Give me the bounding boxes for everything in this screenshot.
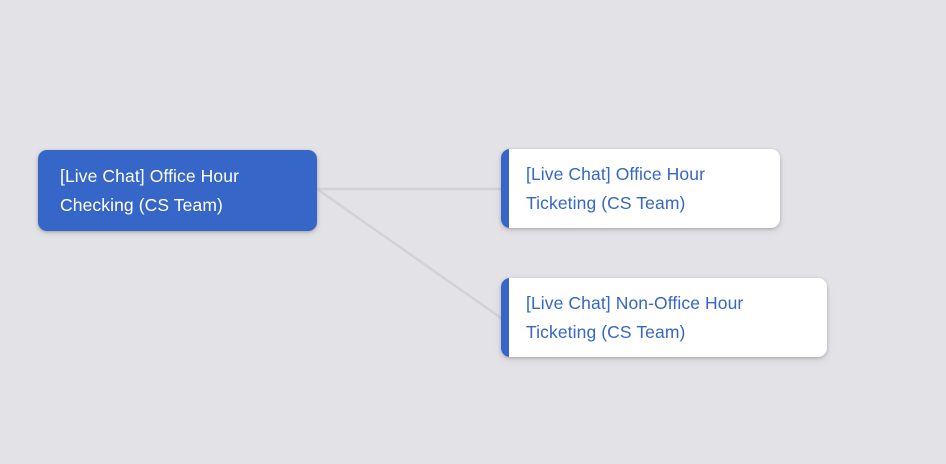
mindmap-node-office-hour-ticketing[interactable]: [Live Chat] Office Hour Ticketing (CS Te… (501, 149, 780, 228)
mindmap-node-root-label: [Live Chat] Office Hour Checking (CS Tea… (60, 165, 240, 215)
accent-bar-icon (501, 278, 509, 357)
mindmap-node-non-office-hour-ticketing[interactable]: [Live Chat] Non-Office Hour Ticketing (C… (501, 278, 827, 357)
mindmap-node-non-office-hour-ticketing-label: [Live Chat] Non-Office Hour Ticketing (C… (526, 292, 744, 342)
mindmap-node-root[interactable]: [Live Chat] Office Hour Checking (CS Tea… (38, 150, 317, 231)
edge-root-to-non-office-hour-ticketing (315, 187, 503, 320)
accent-bar-icon (501, 149, 509, 228)
mindmap-node-office-hour-ticketing-label: [Live Chat] Office Hour Ticketing (CS Te… (526, 163, 706, 213)
